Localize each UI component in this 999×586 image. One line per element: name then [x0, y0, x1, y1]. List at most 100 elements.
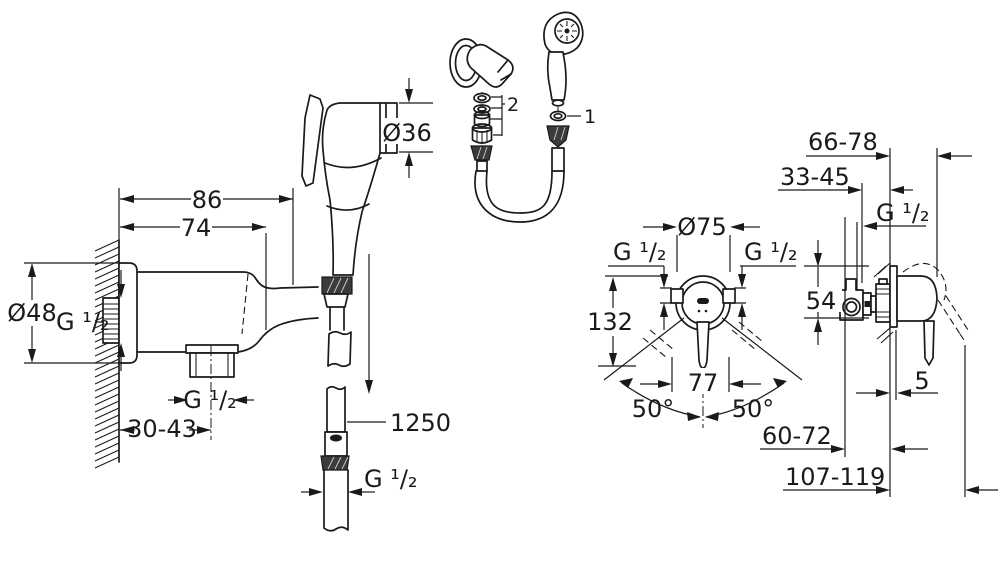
- dim-107-119: 107-119: [785, 463, 885, 491]
- supply-port-right: [722, 288, 736, 304]
- hose-knurl-texture: [327, 456, 349, 470]
- dim-5: 5: [914, 367, 929, 395]
- dim-74: 74: [181, 214, 212, 242]
- wall-hatch: [94, 239, 120, 469]
- part-label-1: 1: [584, 106, 596, 128]
- body-detail-square: [864, 301, 870, 307]
- dim-48: Ø48: [7, 299, 56, 327]
- spray-face-center: [564, 28, 570, 34]
- hose-tube: [323, 469, 349, 532]
- handle-dome-tilted-dashed: [902, 262, 947, 301]
- outlet-inner-lines: [195, 353, 229, 377]
- angle-50-right: 50°: [732, 395, 775, 423]
- label-outlet-thread: G ¹/₂: [183, 386, 237, 414]
- handle-dome: [896, 275, 938, 322]
- outlet-thread-stub: [189, 352, 235, 378]
- part-2-leader: [490, 95, 505, 136]
- holder-arm-bottom: [136, 317, 319, 353]
- side-view-mixer: [839, 262, 969, 366]
- supply-port-side: [842, 297, 861, 317]
- dim-77: 77: [688, 369, 719, 397]
- spray-body: [321, 102, 398, 276]
- dim-36: Ø36: [382, 119, 431, 147]
- label-inlet-thread: G ¹/₂: [56, 308, 110, 336]
- lever-side-tilted-dashed: [937, 295, 969, 344]
- exploded-assembly-view: [449, 11, 584, 223]
- lever-side: [923, 320, 935, 366]
- holder-hook-centerline: [241, 273, 249, 335]
- lever-front: [696, 321, 710, 369]
- trim-plate-side: [889, 265, 898, 328]
- exploded-nut-left: [470, 145, 493, 161]
- spray-grip-curves: [324, 157, 382, 211]
- filter-ribs: [476, 130, 488, 144]
- spray-trigger-lever: [301, 94, 324, 187]
- spray-hose-stub: [329, 306, 345, 331]
- hose-end-left: [476, 160, 488, 172]
- angle-arrow-left: [619, 378, 633, 388]
- washer-b: [473, 104, 491, 114]
- wall-break-marks: [873, 262, 894, 344]
- cartridge-tab: [878, 278, 888, 285]
- seal-washer: [549, 110, 567, 122]
- angle-arrow-center-left: [687, 412, 701, 421]
- cartridge-housing: [875, 283, 891, 323]
- label-thread-right: G ¹/₂: [744, 238, 798, 266]
- dim-75: Ø75: [677, 213, 726, 241]
- cartridge-lines: [876, 288, 890, 318]
- temp-dot-right: [704, 309, 708, 313]
- supply-port-side-inner: [845, 301, 858, 313]
- dim-60-72: 60-72: [762, 422, 832, 450]
- front-view-mixer: [603, 275, 803, 428]
- hose-knurled-nut: [320, 455, 350, 471]
- hose-leader-arrow: [365, 380, 373, 394]
- dim-86: 86: [192, 186, 223, 214]
- exploded-nut-right: [546, 125, 570, 148]
- supply-port-left: [670, 288, 684, 304]
- dimensions-side-view: 66-78 33-45 G ¹/₂ 54 5 60-72 107-119: [760, 128, 998, 497]
- dim-33-45: 33-45: [780, 163, 850, 191]
- hose-fitting-top: [326, 385, 346, 433]
- dimensions-front-view: Ø75 G ¹/₂ G ¹/₂ 132 77 50° 50°: [587, 213, 797, 423]
- spray-knurl-texture: [326, 277, 349, 294]
- washer-a-hole: [477, 94, 487, 102]
- angle-50-left: 50°: [632, 395, 675, 423]
- exploded-spray-body: [546, 51, 567, 101]
- inlet-thread-lines: [104, 303, 118, 340]
- spray-cone: [323, 293, 349, 308]
- hose-detail: [320, 254, 373, 532]
- part-label-2: 2: [507, 94, 519, 116]
- outlet-collar: [185, 344, 239, 354]
- bracket-arm-fork: [497, 59, 512, 81]
- hose-break-fragment: [327, 330, 352, 368]
- holder-arm-top: [136, 271, 319, 290]
- cartridge-mark: [697, 298, 709, 304]
- exploded-spray-head: [543, 11, 584, 56]
- exploded-nut-right-texture: [553, 126, 566, 141]
- angle-arrow-right: [773, 378, 787, 388]
- left-view-wall-holder: [94, 94, 398, 469]
- dimensions-left-view: 86 74 Ø48 G ¹/₂ Ø36 G ¹/₂: [7, 78, 433, 443]
- lever-dashed-positions: [642, 321, 764, 359]
- label-thread-left: G ¹/₂: [613, 238, 667, 266]
- hose-end-right: [551, 147, 565, 172]
- washer-a: [473, 92, 491, 104]
- spray-outlet-tip: [551, 99, 565, 107]
- swing-limit-lines: [603, 317, 803, 381]
- exploded-nut-left-texture: [476, 146, 488, 160]
- check-valve-top: [473, 110, 491, 120]
- hose-inner-curve: [485, 170, 553, 214]
- dim-30-43: 30-43: [127, 415, 197, 443]
- label-hose-thread: G ¹/₂: [364, 465, 418, 493]
- temp-dot-left: [697, 309, 701, 313]
- seal-washer-hole: [553, 112, 563, 120]
- label-supply-thread: G ¹/₂: [876, 199, 930, 227]
- bracket-arm: [466, 43, 514, 88]
- dimensions-hose: 1250 G ¹/₂: [301, 409, 451, 496]
- angle-arrow-center-right: [705, 412, 719, 421]
- dim-66-78: 66-78: [808, 128, 878, 156]
- hose-fitting-slot: [330, 434, 342, 442]
- hose-outer-curve: [474, 170, 565, 223]
